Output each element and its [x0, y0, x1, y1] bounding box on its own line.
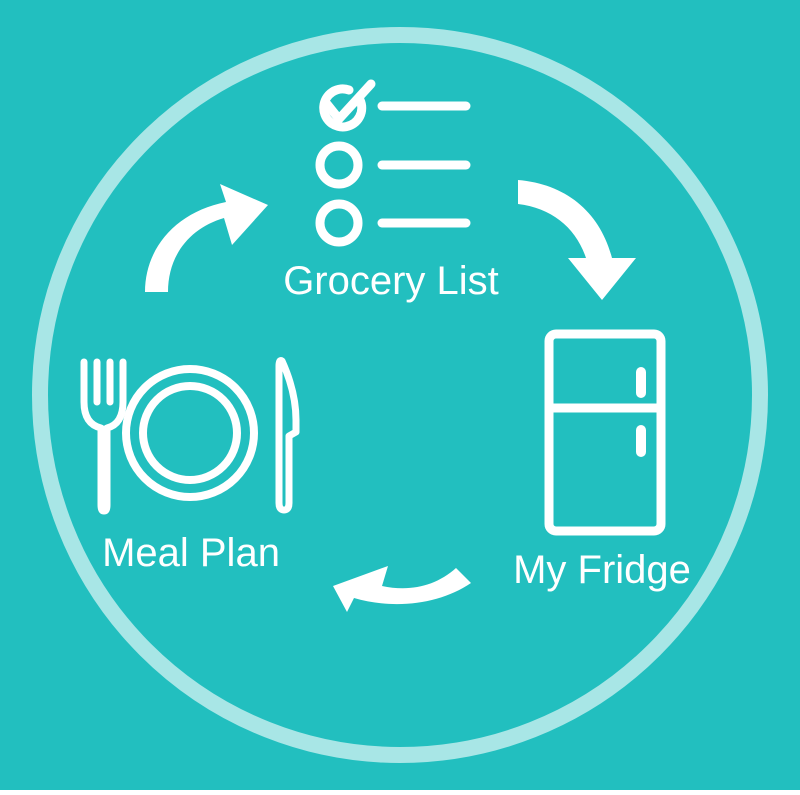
knife-icon — [275, 357, 300, 514]
plate-icon — [122, 365, 258, 501]
arrow-fridge-to-meal — [333, 566, 471, 612]
arrow-grocery-to-fridge — [518, 180, 636, 300]
step-label-my-fridge: My Fridge — [513, 548, 691, 592]
curved-arrow-icon — [145, 184, 268, 292]
arrow-meal-to-grocery — [145, 184, 268, 292]
curved-arrow-icon — [518, 180, 636, 300]
checklist-icon — [315, 79, 471, 247]
fork-icon — [80, 358, 127, 515]
plate-fork-knife-icon — [80, 357, 300, 515]
curved-arrow-icon — [333, 566, 471, 612]
outer-ring — [32, 27, 768, 763]
fridge-icon — [544, 329, 666, 536]
step-label-meal-plan: Meal Plan — [102, 531, 280, 575]
step-label-grocery-list: Grocery List — [283, 259, 499, 303]
